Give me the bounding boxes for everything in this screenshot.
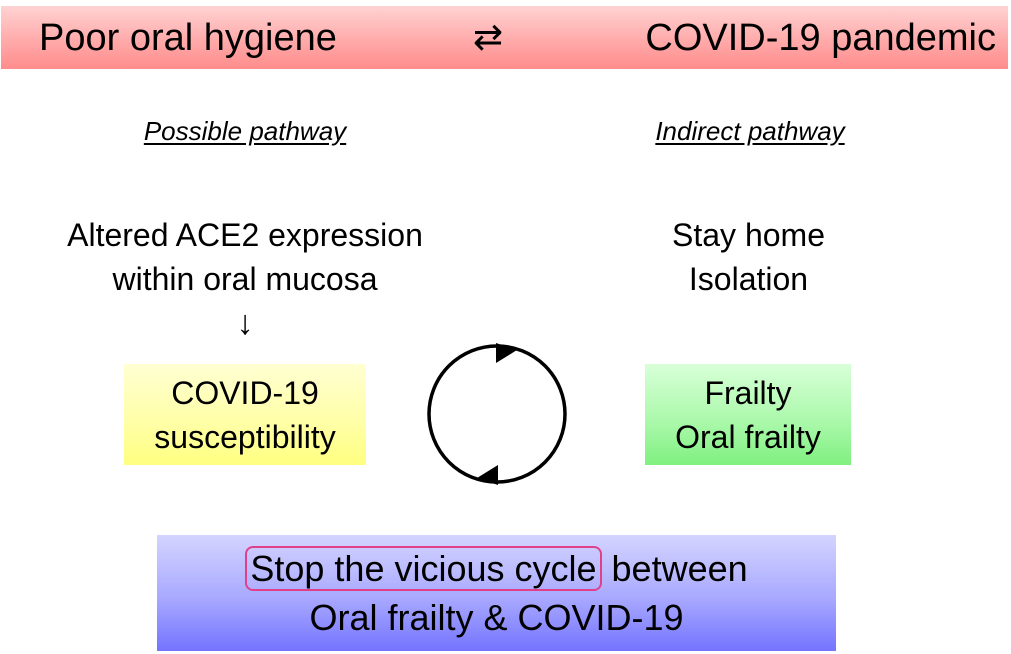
cycle-arrowhead-bottom [477, 465, 498, 485]
header-right-label: COVID-19 pandemic [645, 16, 996, 59]
cycle-circle [427, 344, 567, 484]
indirect-pathway-heading: Indirect pathway [655, 116, 845, 146]
stay-home-line2: Isolation [688, 261, 809, 297]
conclusion-box: Stop the vicious cycle between Oral frai… [157, 535, 836, 651]
frailty-line1: Frailty [704, 374, 792, 411]
conclusion-between: between [601, 548, 748, 589]
frailty-line2: Oral frailty [675, 418, 821, 455]
cycle-arrowhead-top [496, 343, 517, 363]
bidirectional-arrows-icon: ⇄ [473, 15, 504, 57]
ace2-line2: within oral mucosa [112, 261, 378, 297]
vicious-cycle-highlight: Stop the vicious cycle [245, 546, 602, 591]
susceptibility-line1: COVID-19 [171, 374, 319, 411]
header-left-label: Poor oral hygiene [39, 16, 337, 59]
possible-pathway-heading: Possible pathway [143, 116, 347, 146]
covid-susceptibility-box: COVID-19 susceptibility [124, 364, 366, 465]
header-banner: Poor oral hygiene ⇄ COVID-19 pandemic [1, 6, 1008, 69]
ace2-line1: Altered ACE2 expression [67, 217, 423, 253]
stay-home-text: Stay home Isolation [500, 213, 997, 301]
ace2-text: Altered ACE2 expression within oral muco… [0, 213, 490, 301]
conclusion-line2: Oral frailty & COVID-19 [309, 597, 684, 638]
cycle-arrows-icon [427, 343, 567, 485]
conclusion-line1: Stop the vicious cycle between [157, 546, 836, 592]
stay-home-line1: Stay home [672, 217, 825, 253]
frailty-box: Frailty Oral frailty [645, 364, 851, 465]
down-arrow-icon: ↓ [236, 304, 254, 342]
susceptibility-line2: susceptibility [154, 418, 336, 455]
